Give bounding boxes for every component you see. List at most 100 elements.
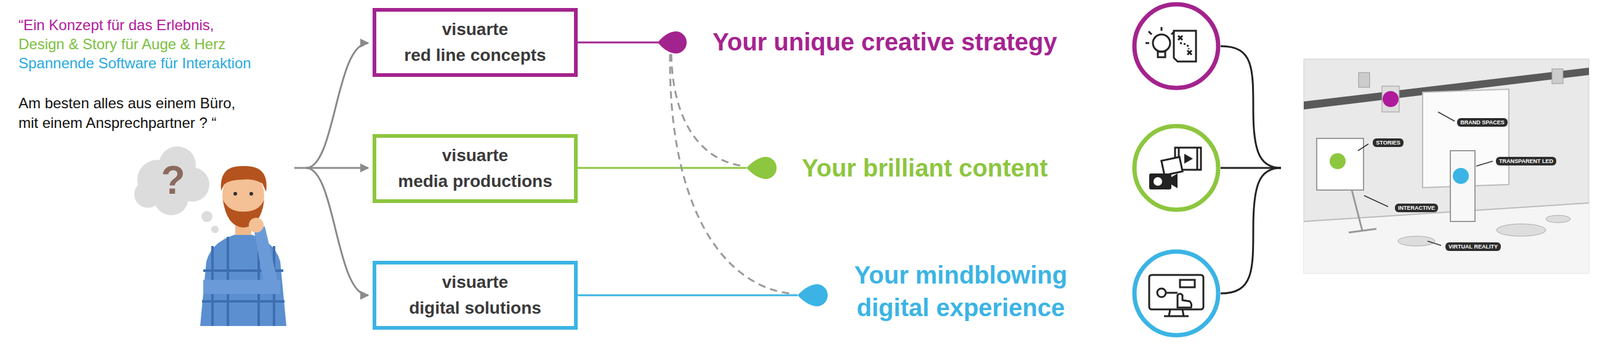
service-box: visuarte media productions (372, 134, 578, 204)
render-frame (1303, 59, 1589, 274)
droplet-marker (657, 31, 687, 54)
camera-front (1171, 173, 1178, 189)
eye (233, 192, 238, 196)
text-line: red line concepts (404, 45, 546, 65)
idea-icon (1145, 27, 1196, 62)
spot-light (1358, 72, 1370, 88)
table (1545, 215, 1571, 223)
dashed-flow (670, 54, 795, 295)
text-line: mit einem Ansprechpartner ? “ (18, 114, 217, 132)
eye (249, 192, 254, 196)
merge-brace (1220, 46, 1281, 294)
hand (248, 218, 264, 233)
brace-branch (1220, 46, 1281, 169)
text-line: digital solutions (408, 298, 542, 318)
tagline: Your unique creative strategy (712, 27, 1057, 57)
monitor-stand (1163, 309, 1189, 317)
tagline-pointers (577, 31, 828, 307)
text-line: Your mindblowing (854, 259, 1068, 292)
pointer-line (577, 167, 747, 170)
camera-body (1149, 173, 1172, 190)
floor (1303, 203, 1589, 274)
leader-line (1427, 241, 1442, 246)
leader-line (1476, 161, 1493, 167)
thought-cloud (134, 181, 162, 209)
text-line: media productions (397, 171, 552, 191)
color-dot (1452, 168, 1469, 185)
text-line: visuarte (404, 16, 546, 43)
question-mark: ? (160, 158, 185, 204)
thought-bubble (201, 211, 213, 223)
image-tag: VIRTUAL REALITY (1445, 242, 1501, 252)
bracket-stub (294, 167, 307, 170)
ui-box (1179, 280, 1195, 288)
table (1496, 224, 1546, 237)
branch-arrow (306, 168, 369, 296)
photo (1161, 157, 1183, 176)
box-text: visuarte digital solutions (408, 269, 542, 322)
hair (221, 166, 267, 193)
branch-arrow (306, 167, 369, 170)
icon-circles (1134, 4, 1219, 336)
brand-wall (1422, 89, 1509, 188)
leader-line (1364, 195, 1389, 207)
spot-light (1551, 68, 1564, 84)
pointer-line (577, 294, 798, 297)
dashed-flow (671, 54, 744, 167)
box-text: visuarte red line concepts (404, 16, 546, 69)
led-sled (1450, 150, 1475, 222)
play-symbol (1184, 153, 1193, 164)
color-dot (1382, 91, 1399, 108)
text-line: visuarte (397, 142, 552, 169)
pointer-line (577, 41, 661, 44)
service-box: visuarte digital solutions (372, 261, 578, 331)
color-dot (1329, 153, 1346, 170)
image-tag: INTERACTIVE (1394, 203, 1439, 213)
droplet-marker (797, 284, 828, 307)
icon-circle (1134, 251, 1219, 336)
thinking-person (134, 146, 287, 327)
text-line: digital experience (856, 294, 1065, 322)
leader-line (1438, 112, 1455, 122)
brace-branch (1220, 168, 1281, 294)
image-tag: BRAND SPACES (1457, 118, 1508, 127)
quote-line: “Ein Konzept für das Erlebnis, (18, 16, 215, 34)
ui-dot (1157, 288, 1166, 298)
service-box: visuarte red line concepts (372, 8, 578, 77)
branch-bracket (294, 43, 369, 296)
branch-arrow (306, 43, 369, 169)
image-tag: STORIES (1372, 138, 1403, 148)
screen (1316, 138, 1364, 191)
hanging-element (1381, 86, 1400, 113)
screen-stand (1348, 190, 1377, 233)
bulb (1152, 34, 1171, 52)
room-render (1303, 59, 1589, 274)
plan-route (1179, 43, 1189, 50)
thought-bubble (211, 226, 219, 234)
droplet-marker (746, 157, 777, 180)
icon-circle (1134, 4, 1219, 89)
bulb-base (1157, 51, 1166, 58)
digital-icon (1149, 275, 1204, 317)
image-tag: TRANSPARENT LED (1495, 157, 1557, 166)
text-line: visuarte (408, 269, 542, 296)
tagline: Your mindblowing digital experience (854, 259, 1068, 325)
quote-line: Design & Story für Auge & Herz (18, 35, 226, 53)
media-icon (1149, 147, 1201, 190)
icon-circle (1134, 126, 1219, 211)
raised-arm (253, 226, 279, 290)
camera-lens (1153, 177, 1163, 186)
monitor (1149, 275, 1204, 310)
ui-link (1165, 292, 1178, 295)
leader-line (1357, 144, 1369, 151)
plan-marks (1178, 35, 1192, 55)
pointer-hand (1177, 294, 1192, 309)
quote-line: Spannende Software für Interaktion (18, 54, 252, 73)
leader-lines (1357, 112, 1493, 246)
table (1397, 236, 1435, 247)
quote-line: Am besten alles aus einem Büro, mit eine… (18, 93, 236, 134)
bulb-rays (1145, 27, 1175, 44)
tagline: Your brilliant content (801, 153, 1048, 183)
plan-sheet (1173, 30, 1196, 62)
